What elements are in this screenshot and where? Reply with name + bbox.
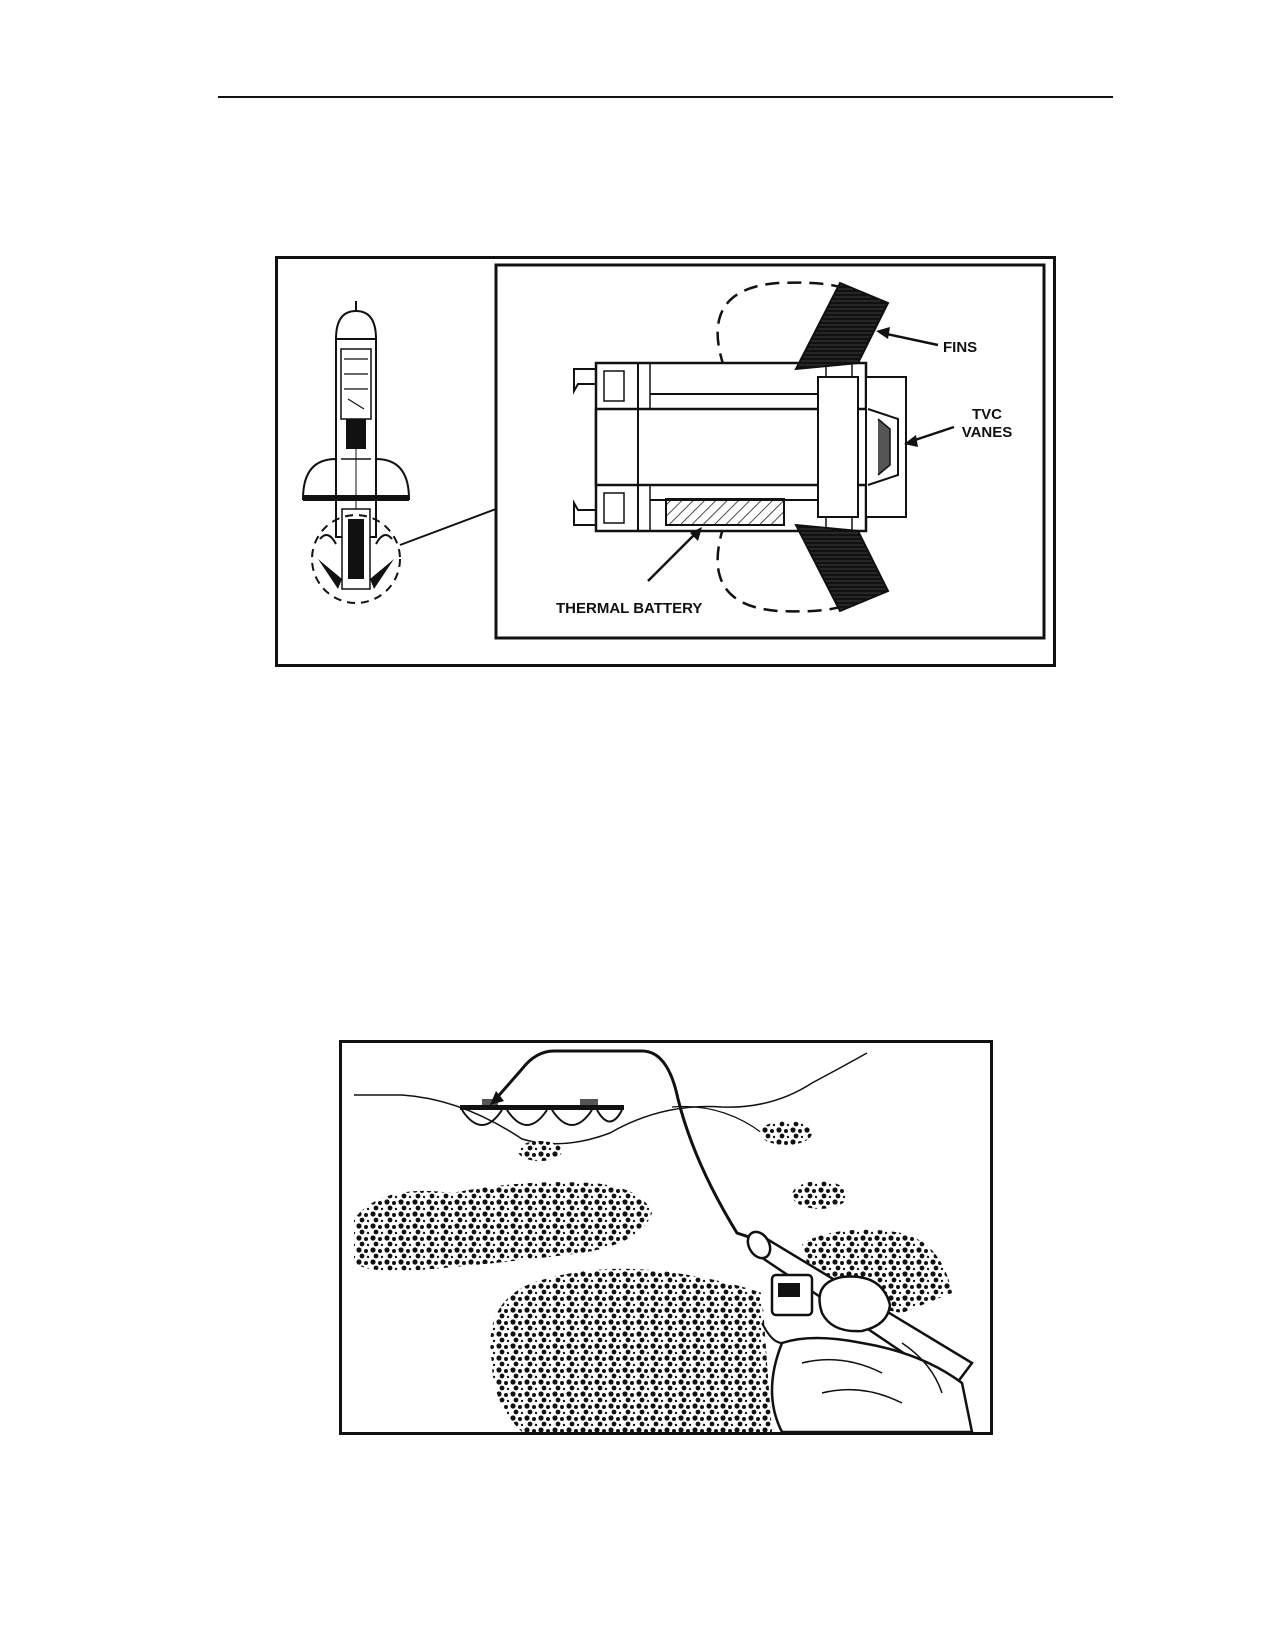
bridge xyxy=(460,1099,624,1126)
missile-tail-diagram: FINS TVC VANES THERMAL BATTERY xyxy=(275,256,1056,667)
foreground-brush xyxy=(490,1268,772,1432)
missile-trajectory xyxy=(492,1049,768,1245)
header-rule xyxy=(218,96,1113,98)
battery-leader-arrow xyxy=(647,527,702,582)
gunner-launch-illustration xyxy=(339,1040,993,1435)
gunner-launch-svg xyxy=(354,1049,974,1432)
distant-brush xyxy=(518,1141,562,1161)
distant-brush xyxy=(792,1181,848,1209)
tvc-label: TVC xyxy=(972,406,1002,423)
gunner-figure xyxy=(746,1230,974,1432)
distant-brush xyxy=(760,1121,812,1145)
zoom-connector xyxy=(399,507,497,637)
midground-brush xyxy=(354,1182,652,1271)
missile-tail-svg: FINS TVC VANES THERMAL BATTERY xyxy=(301,263,1046,640)
hill-outline xyxy=(354,1052,868,1145)
fins-leader-arrow xyxy=(876,327,939,347)
missile-overview xyxy=(301,301,411,604)
thermal-battery-label: THERMAL BATTERY xyxy=(556,600,702,617)
fins-label: FINS xyxy=(943,339,977,356)
tvc-leader-arrow xyxy=(904,425,955,447)
trajectory-arrowhead xyxy=(490,1091,504,1105)
vanes-label: VANES xyxy=(962,424,1013,441)
tail-detail-view: FINS TVC VANES THERMAL BATTERY xyxy=(494,263,1046,640)
